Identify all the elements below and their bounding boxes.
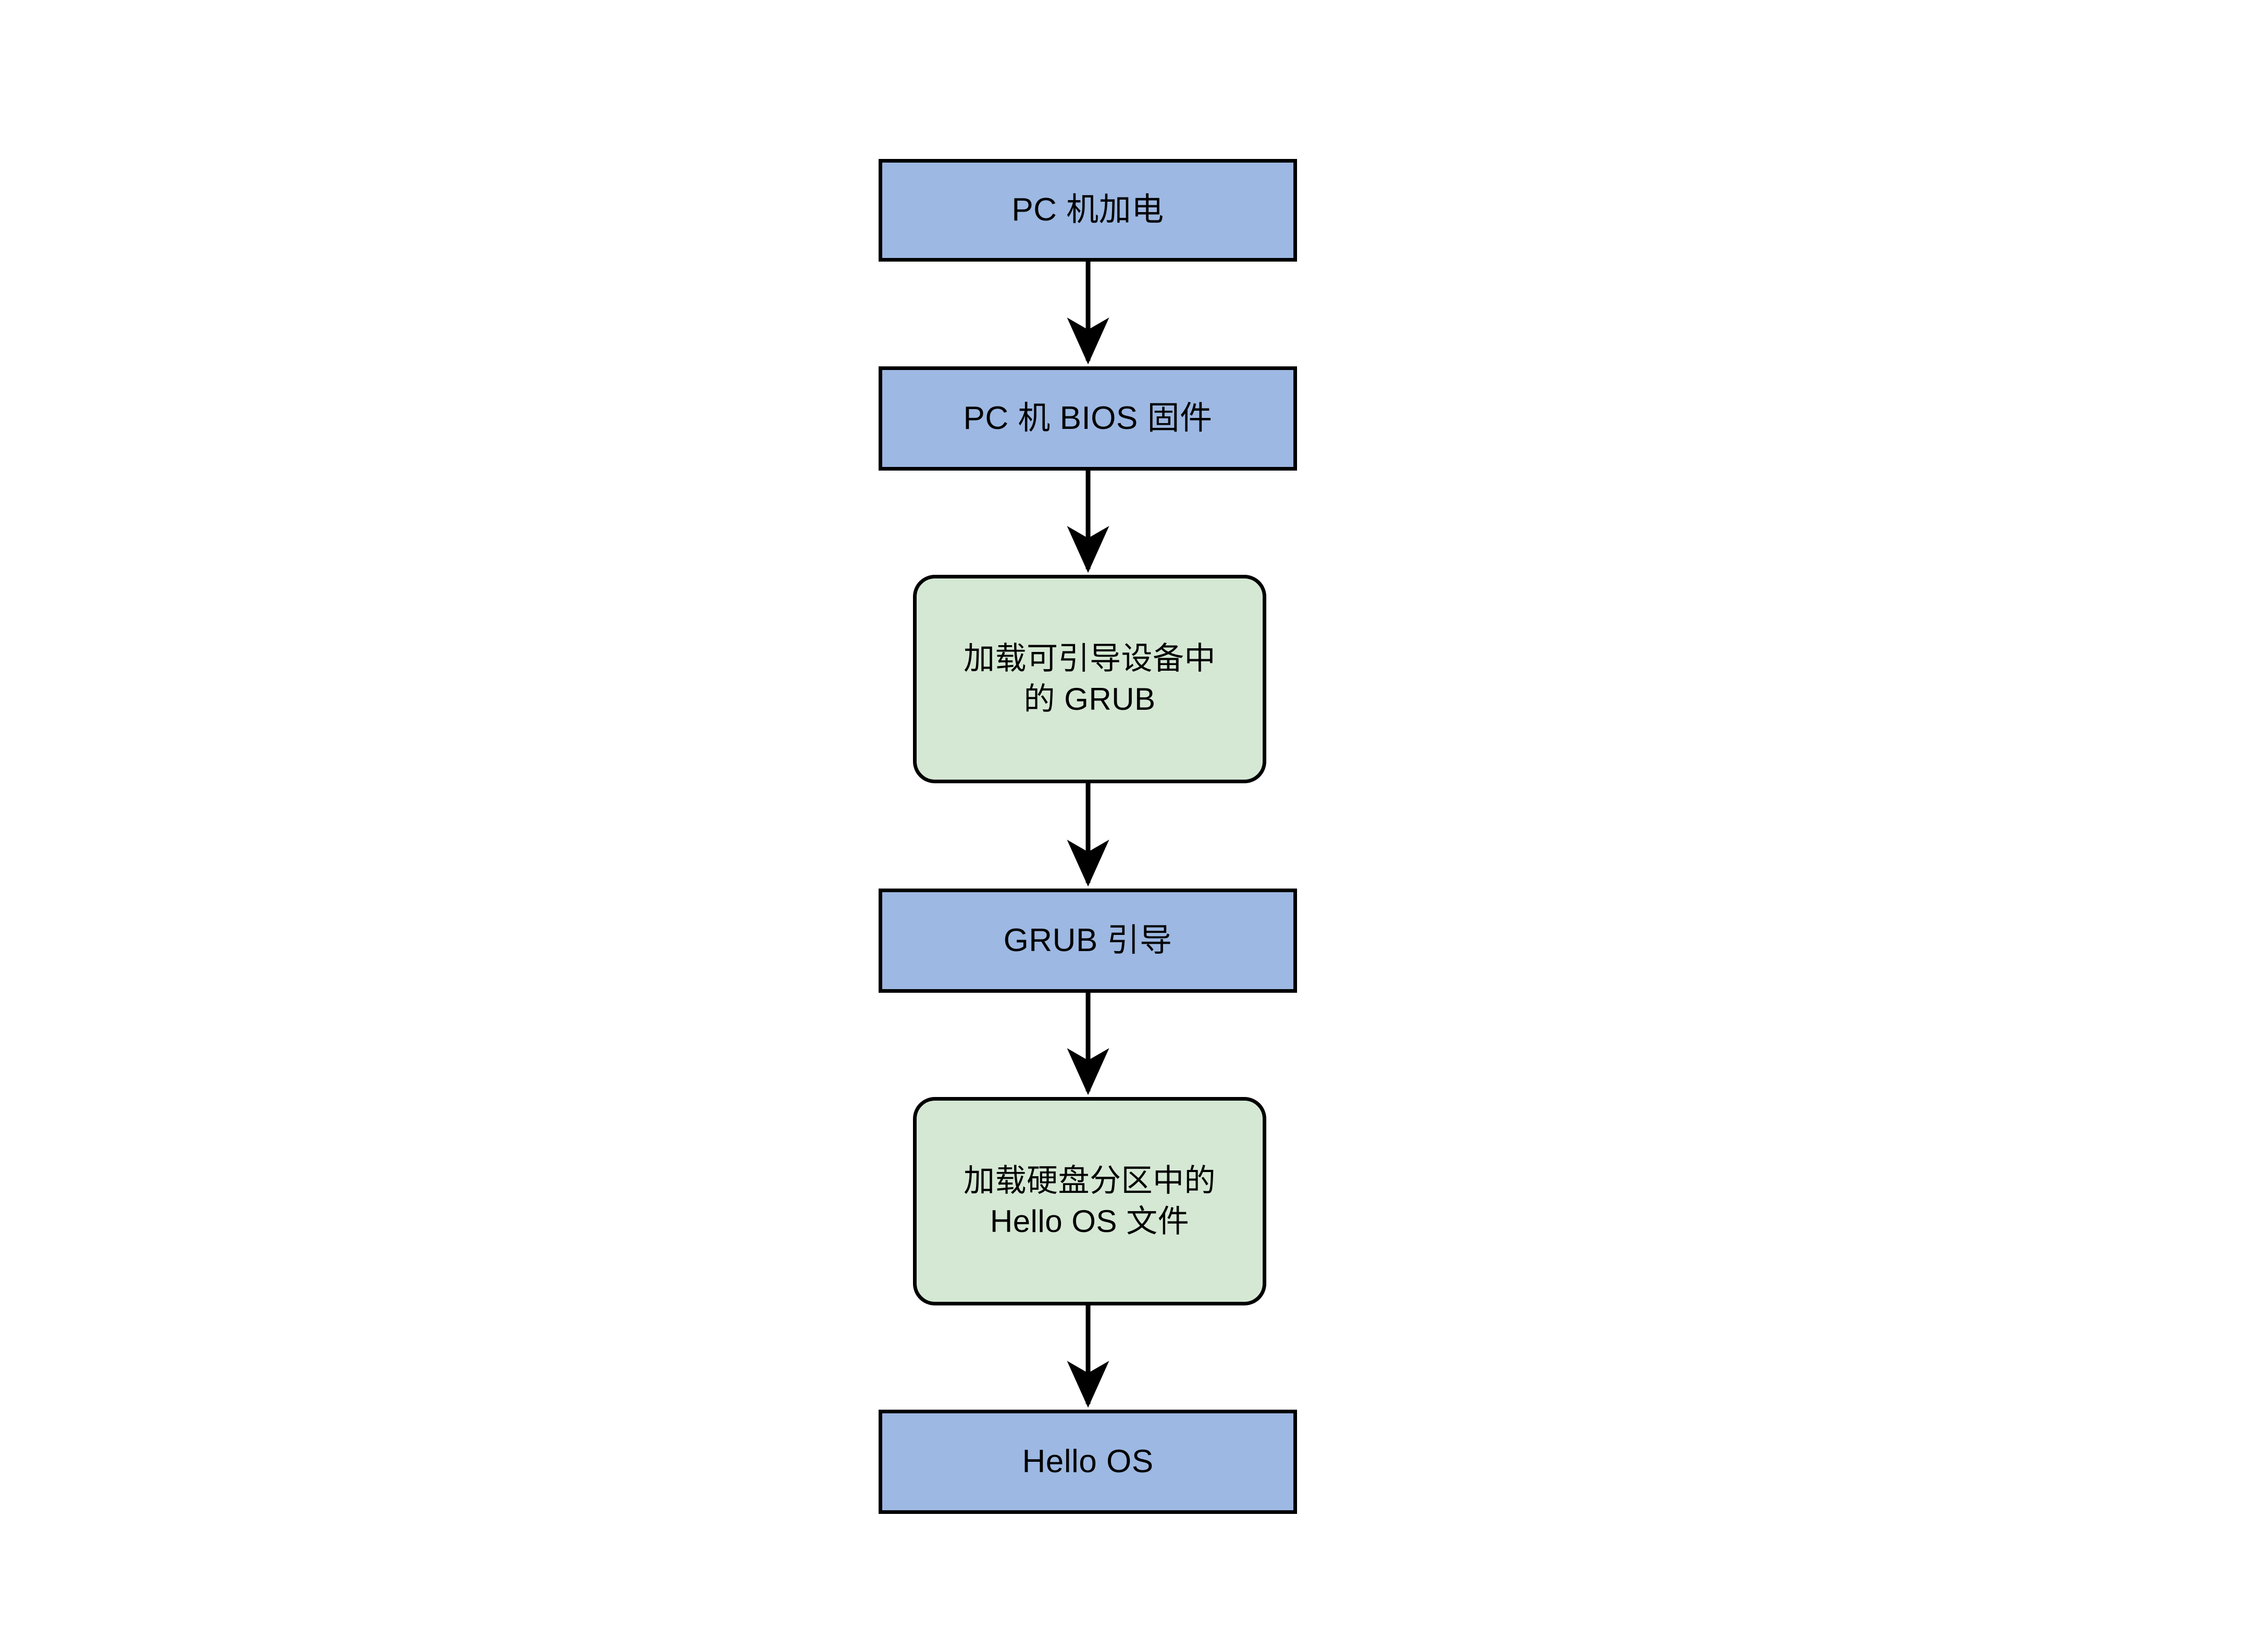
flow-node-pc-power-on[interactable]: PC 机加电 (879, 159, 1297, 262)
flow-node-grub-boot[interactable]: GRUB 引导 (879, 889, 1297, 993)
flow-node-hello-os[interactable]: Hello OS (879, 1410, 1297, 1514)
flow-node-load-grub-from-bootable-device[interactable]: 加载可引导设备中 的 GRUB (913, 575, 1266, 783)
flow-node-pc-bios-firmware[interactable]: PC 机 BIOS 固件 (879, 366, 1297, 471)
flow-node-load-hello-os-files-from-disk-partition[interactable]: 加载硬盘分区中的 Hello OS 文件 (913, 1097, 1266, 1305)
